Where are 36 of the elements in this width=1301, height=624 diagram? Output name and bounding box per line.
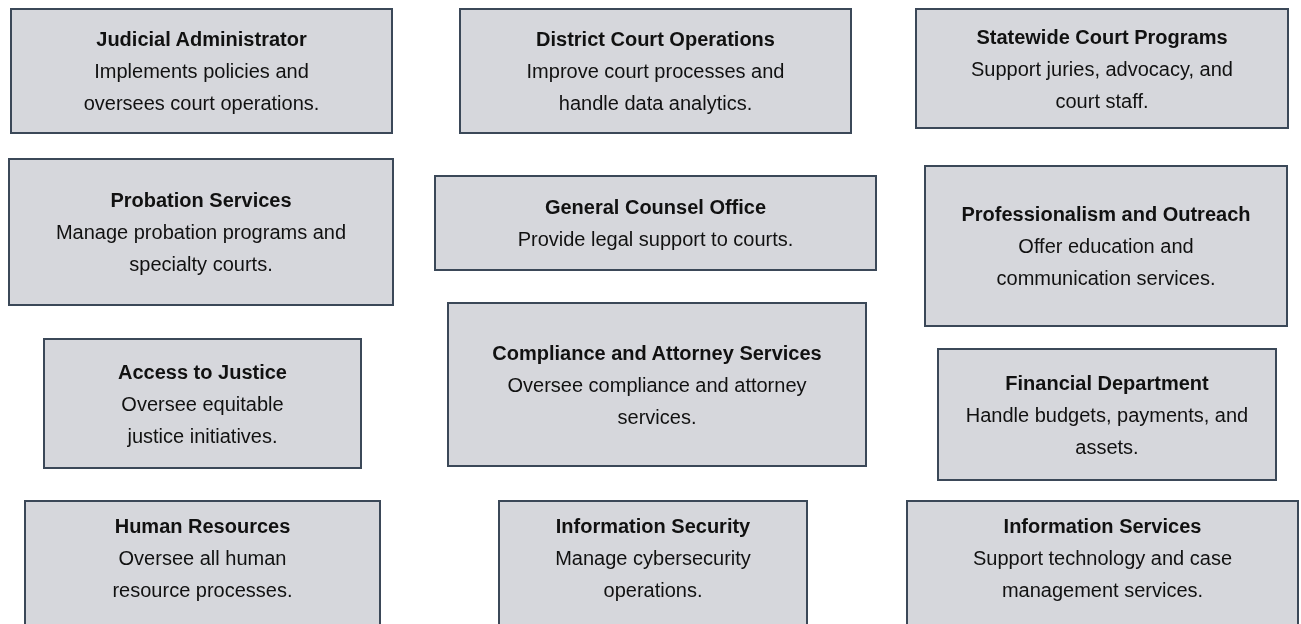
department-title: Probation Services <box>110 188 292 213</box>
department-description: Manage probation programs and specialty courts. <box>54 220 348 277</box>
department-title: Human Resources <box>114 514 291 539</box>
department-description: Improve court processes and handle data analytics. <box>525 59 786 116</box>
department-description: Manage cybersecurity operations. <box>554 546 752 603</box>
department-title: General Counsel Office <box>544 195 767 220</box>
department-box <box>8 158 394 306</box>
department-title: Professionalism and Outreach <box>961 202 1251 227</box>
department-box <box>43 338 362 469</box>
department-title: Financial Department <box>1005 370 1209 396</box>
department-title: District Court Operations <box>536 27 775 52</box>
department-title: Information Security <box>555 514 751 539</box>
department-box <box>937 348 1277 481</box>
department-box <box>498 500 808 624</box>
department-box <box>447 302 867 467</box>
department-box <box>906 500 1299 624</box>
department-title: Judicial Administrator <box>96 27 307 52</box>
department-box <box>434 175 877 271</box>
department-description: Support juries, advocacy, and court staff. <box>970 56 1234 114</box>
department-box <box>924 165 1288 327</box>
department-description: Oversee compliance and attorney services. <box>506 372 808 430</box>
department-description: Oversee all human resource processes. <box>111 546 294 603</box>
department-description: Offer education and communication services. <box>995 234 1217 291</box>
department-title: Information Services <box>1003 514 1202 539</box>
department-title: Statewide Court Programs <box>976 24 1228 50</box>
department-box <box>915 8 1289 129</box>
department-description: Support technology and case management services. <box>971 546 1234 603</box>
department-title: Compliance and Attorney Services <box>492 340 822 366</box>
department-box <box>10 8 393 134</box>
department-box <box>459 8 852 134</box>
department-description: Implements policies and oversees court operations. <box>82 59 321 116</box>
department-description: Handle budgets, payments, and assets. <box>964 402 1250 460</box>
department-description: Provide legal support to courts. <box>517 227 794 252</box>
department-description: Oversee equitable justice initiatives. <box>120 391 285 449</box>
department-title: Access to Justice <box>118 359 287 385</box>
department-box <box>24 500 381 624</box>
